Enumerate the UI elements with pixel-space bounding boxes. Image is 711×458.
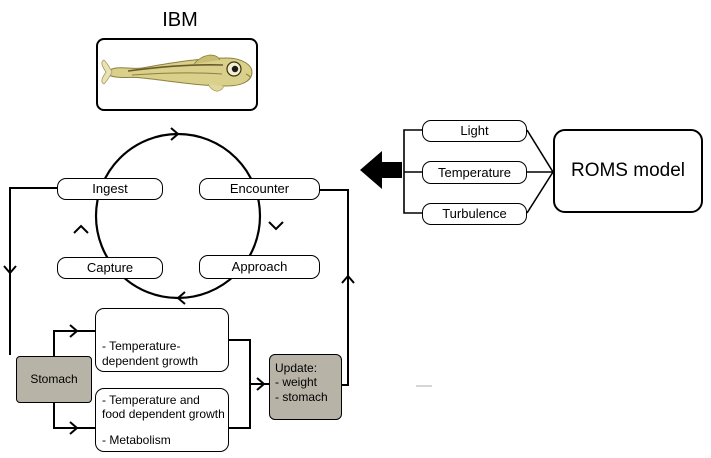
light-to-roms-line — [526, 129, 554, 173]
stomach-to-temp-growth-line — [53, 330, 95, 356]
temp-growth-to-update-line — [229, 339, 251, 429]
ingest-to-stomach-arrow — [3, 265, 17, 275]
ibm-title: IBM — [162, 9, 198, 31]
turbulence-to-roms-line — [526, 171, 554, 214]
cycle-arrow-left — [73, 224, 89, 234]
food-growth-label: - Temperature and food dependent growth — [102, 393, 225, 422]
food-growth-box: - Temperature and food dependent growth … — [95, 388, 229, 452]
temperature-box: Temperature — [422, 161, 527, 184]
update-box: Update: - weight - stomach — [269, 354, 342, 420]
update-to-encounter-line — [320, 189, 349, 386]
metabolism-label: - Metabolism — [102, 433, 171, 447]
cycle-arrow-right — [268, 221, 284, 231]
cycle-arrow-bottom — [176, 291, 186, 305]
stomach-box: Stomach — [16, 356, 92, 403]
ibm-image-frame — [96, 38, 258, 111]
forcing-arrow — [360, 151, 402, 189]
turbulence-box: Turbulence — [422, 203, 527, 225]
larval-fish-icon — [101, 54, 253, 92]
roms-model-box: ROMS model — [553, 129, 703, 213]
capture-box: Capture — [57, 257, 163, 279]
growth-to-update-arrow — [256, 377, 266, 391]
stomach-to-food-growth-line — [53, 403, 95, 429]
temperature-growth-box: - Temperature- dependent growth — [95, 308, 229, 372]
ingest-to-stomach-line — [9, 187, 57, 355]
temperature-growth-label: - Temperature- dependent growth — [102, 339, 199, 368]
light-box: Light — [422, 120, 527, 142]
encounter-box: Encounter — [199, 178, 320, 200]
ingest-box: Ingest — [57, 178, 163, 200]
stomach-to-food-growth-arrow — [69, 421, 79, 435]
stomach-to-temp-growth-arrow — [69, 324, 79, 338]
cycle-arrow-top — [170, 127, 180, 141]
update-to-encounter-arrow — [341, 274, 355, 284]
approach-box: Approach — [199, 255, 320, 279]
